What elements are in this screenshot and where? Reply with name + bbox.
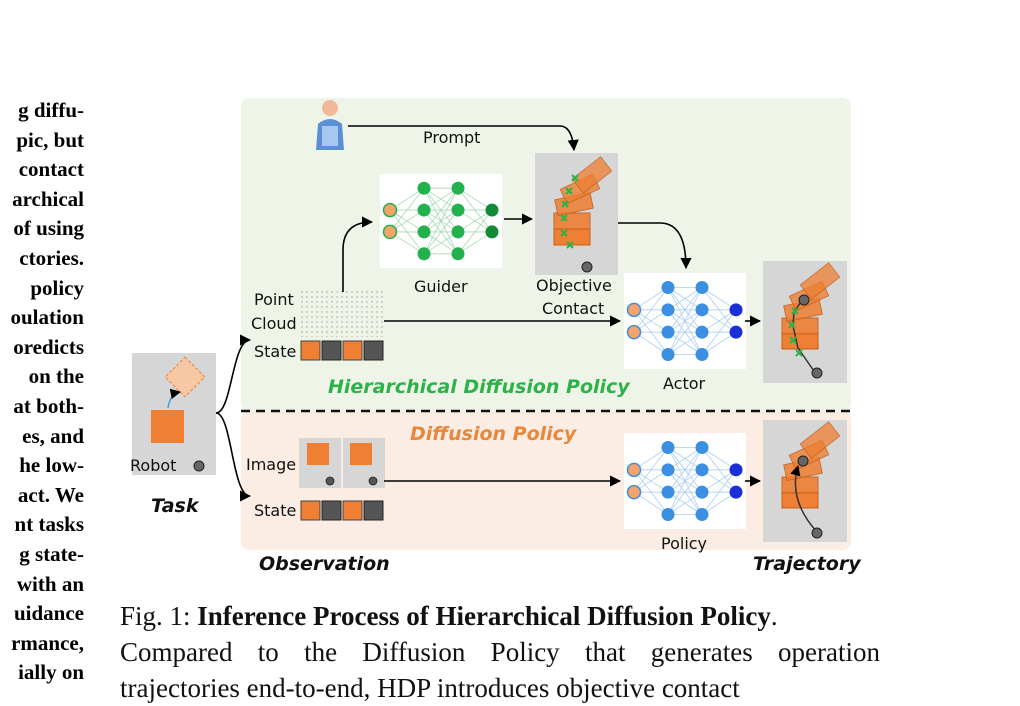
objective-label: Objective [536,276,612,295]
network-node [626,302,642,318]
image-observation [299,438,385,488]
left-column-line: act. We [17,482,84,507]
network-node [382,202,398,218]
network-node [626,324,642,340]
caption-line-3: trajectories end-to-end, HDP introduces … [120,673,740,703]
network-node [661,281,675,295]
network-node [451,203,465,217]
caption-title: Inference Process of Hierarchical Diffus… [197,601,771,631]
left-column-line: g diffu- [18,98,84,122]
actor-network [624,273,746,369]
network-node [451,247,465,261]
guider-network [380,174,502,268]
left-column-line: with an [16,571,84,596]
image-label: Image [246,455,297,474]
guider-label: Guider [414,277,468,296]
network-node [661,347,675,361]
network-node [417,247,431,261]
network-node [451,225,465,239]
network-node [695,441,709,455]
left-column-line: of using [13,216,84,241]
policy-label: Policy [661,534,708,553]
network-node [695,347,709,361]
policy-network [624,433,746,529]
left-column-text: g diffu-pic, but contact archical of using c… [0,96,84,688]
prompt-label: Prompt [423,128,481,147]
contact-label: Contact [542,299,605,318]
point-label: Point [254,290,294,309]
network-node [729,485,743,499]
state-bottom-blocks [300,500,384,521]
state-bottom-label: State [254,501,297,520]
network-node [626,462,642,478]
network-node [661,441,675,455]
left-column-line: ctories. [19,245,84,270]
network-node [485,203,499,217]
left-column-line: on the [28,364,84,389]
network-node [382,224,398,240]
trajectory-bottom-box [763,420,847,542]
network-node [695,325,709,339]
network-node [729,303,743,317]
caption-line-1: Fig. 1: Inference Process of Hierarchica… [120,601,778,631]
network-node [417,203,431,217]
network-node [417,181,431,195]
network-node [729,463,743,477]
network-node [661,463,675,477]
actor-label: Actor [663,374,706,393]
network-node [451,181,465,195]
network-node [729,325,743,339]
network-node [626,484,642,500]
state-top-label: State [254,342,297,361]
left-column-line: he low- [19,453,84,478]
trajectory-label: Trajectory [753,553,861,575]
user-icon [316,100,344,150]
state-top-blocks [300,340,384,361]
network-node [695,463,709,477]
caption-line-2: Compared to the Diffusion Policy that ge… [120,637,880,667]
left-column-line: uidance [13,601,84,626]
robot-label: Robot [130,456,177,475]
left-column-line: g state- [19,541,84,566]
left-column-line: rmance, [11,630,84,655]
left-column-line: nt tasks [14,512,84,537]
task-label: Task [151,495,199,517]
dp-title: Diffusion Policy [410,423,577,445]
network-node [661,507,675,521]
left-column-line: archical [12,186,84,211]
network-node [485,225,499,239]
network-node [695,281,709,295]
trajectory-top-box [763,261,847,383]
network-node [661,325,675,339]
network-node [695,507,709,521]
left-column-line: contact [18,157,84,182]
network-node [661,303,675,317]
left-column-line: es, and [22,423,84,448]
cloud-label: Cloud [251,314,297,333]
observation-label: Observation [259,553,390,575]
network-node [695,303,709,317]
left-column-line: oredicts [13,334,84,359]
point-cloud [301,289,383,337]
left-column-line: policy [30,275,84,300]
left-column-line: at both- [13,393,84,418]
task-box [132,353,216,475]
figure-diagram [132,98,851,550]
network-node [695,485,709,499]
left-column-line: ially on [18,660,84,685]
hdp-title: Hierarchical Diffusion Policy [328,376,630,398]
network-node [661,485,675,499]
left-column-line: pic, but [16,127,84,152]
objective-contact-box [535,153,618,275]
left-column-line: oulation [10,305,84,330]
figure-caption: Fig. 1: Inference Process of Hierarchica… [120,598,880,706]
network-node [417,225,431,239]
